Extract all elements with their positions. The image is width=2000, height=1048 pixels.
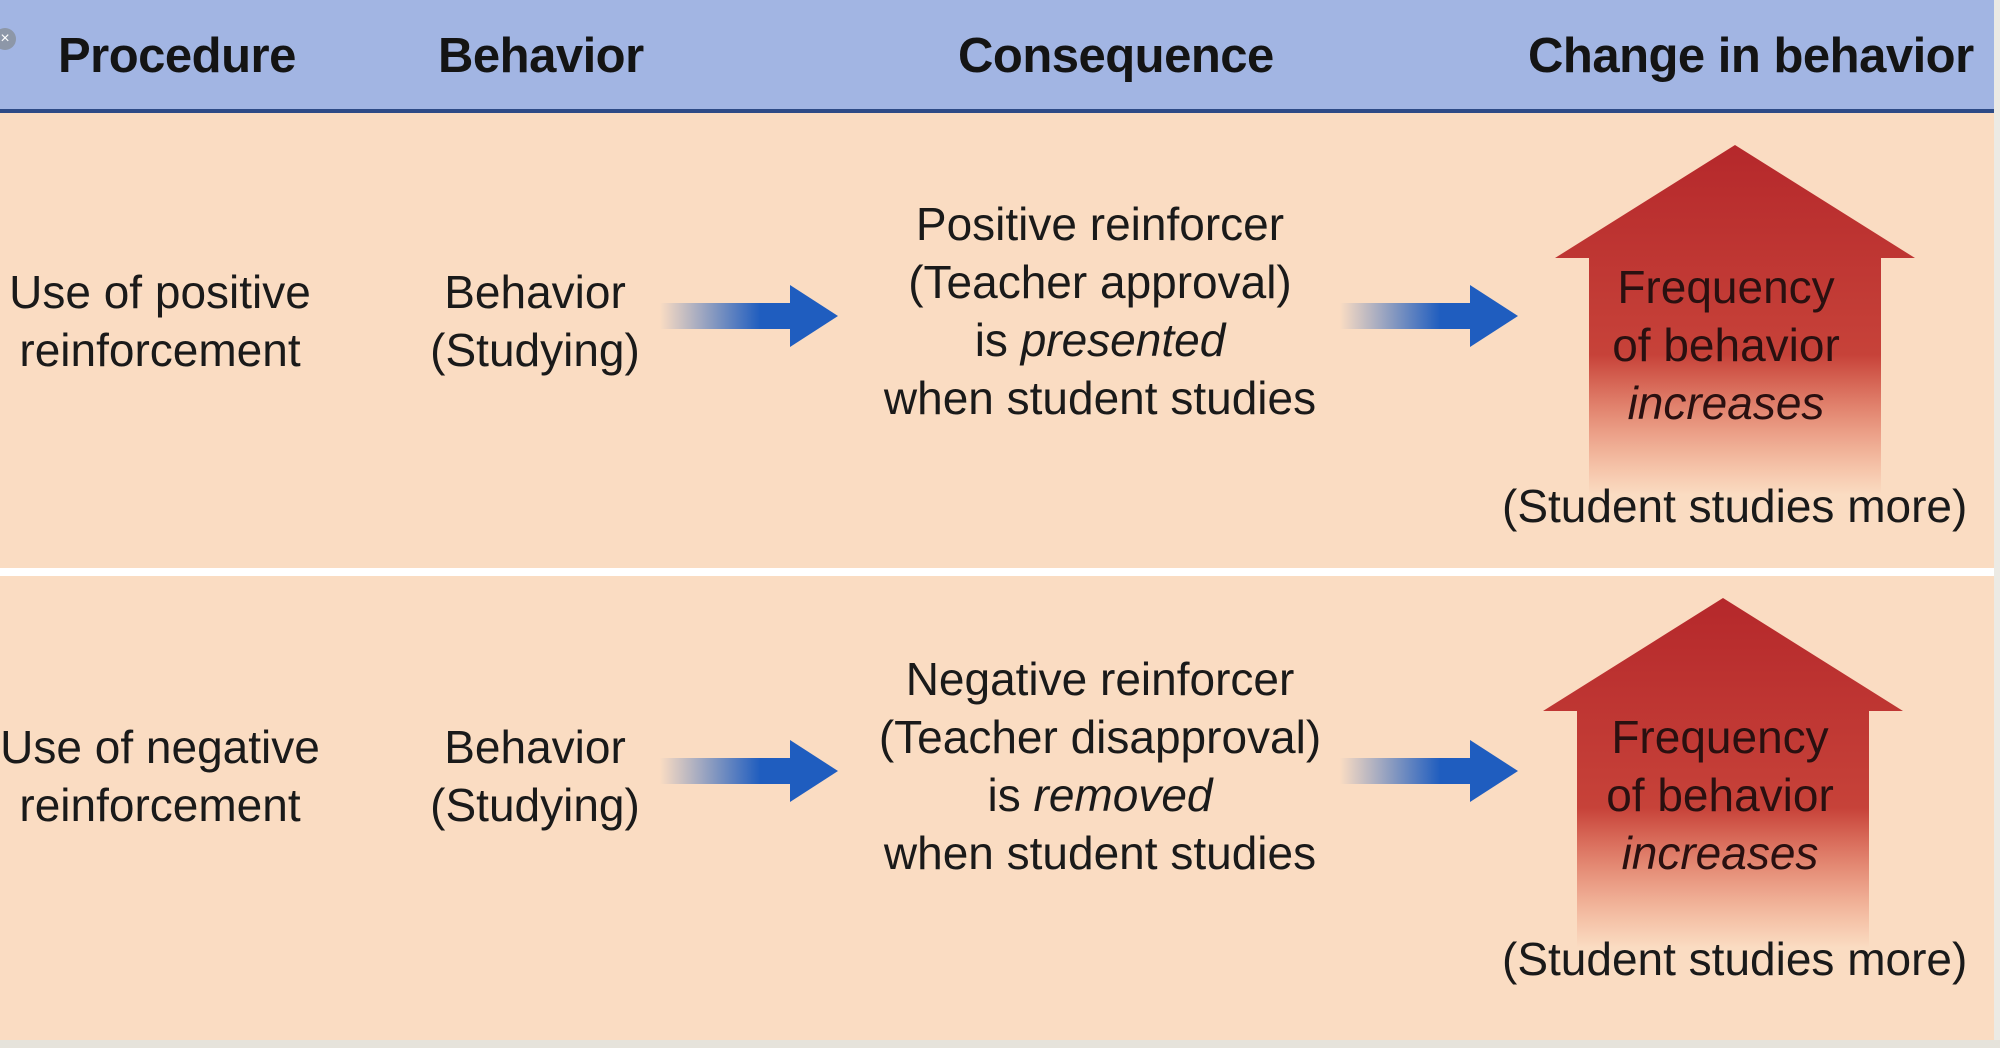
procedure-line: Use of positive (9, 266, 311, 318)
procedure-cell: Use of negative reinforcement (0, 718, 340, 834)
header-procedure: Procedure (58, 29, 296, 83)
frequency-line: of behavior (1612, 319, 1840, 371)
frequency-label: Frequency of behavior increases (1576, 258, 1876, 432)
consequence-cell: Positive reinforcer (Teacher approval) i… (830, 195, 1370, 427)
header-consequence: Consequence (958, 29, 1274, 83)
up-arrow-icon (1543, 598, 1903, 948)
consequence-line: Positive reinforcer (915, 198, 1285, 250)
header-change-in-behavior: Change in behavior (1528, 29, 1974, 83)
frequency-line: increases (1627, 377, 1825, 429)
behavior-line: Behavior (444, 721, 626, 773)
frequency-line: Frequency (1611, 711, 1829, 763)
consequence-cell: Negative reinforcer (Teacher disapproval… (830, 650, 1370, 882)
consequence-line: when student studies (883, 372, 1317, 424)
page-edge (0, 1040, 2000, 1048)
procedure-cell: Use of positive reinforcement (0, 263, 340, 379)
consequence-prefix: is (974, 314, 1021, 366)
row-divider (0, 568, 1994, 576)
row-positive-reinforcement: Use of positive reinforcement Behavior (… (0, 113, 1994, 568)
consequence-line: is removed (830, 766, 1370, 824)
frequency-line: Frequency (1617, 261, 1835, 313)
right-arrow-icon (1340, 740, 1518, 802)
behavior-line: Behavior (444, 266, 626, 318)
behavior-note: (Student studies more) (1502, 480, 1968, 532)
frequency-label: Frequency of behavior increases (1570, 708, 1870, 882)
consequence-line: (Teacher disapproval) (878, 711, 1322, 763)
consequence-line: when student studies (883, 827, 1317, 879)
header-behavior: Behavior (438, 29, 644, 83)
behavior-cell: Behavior (Studying) (405, 718, 665, 834)
frequency-line: of behavior (1606, 769, 1834, 821)
consequence-line: is presented (830, 311, 1370, 369)
consequence-emphasis: removed (1033, 769, 1213, 821)
procedure-line: reinforcement (19, 779, 301, 831)
procedure-line: Use of negative (0, 721, 320, 773)
behavior-line: (Studying) (430, 779, 640, 831)
behavior-line: (Studying) (430, 324, 640, 376)
table-header: × Procedure Behavior Consequence Change … (0, 0, 1994, 113)
right-arrow-icon (660, 740, 838, 802)
right-arrow-icon (1340, 285, 1518, 347)
behavior-note: (Student studies more) (1502, 933, 1968, 985)
frequency-line: increases (1621, 827, 1819, 879)
up-arrow-icon (1555, 145, 1915, 495)
right-arrow-icon (660, 285, 838, 347)
close-icon[interactable]: × (0, 28, 16, 50)
row-negative-reinforcement: Use of negative reinforcement Behavior (… (0, 576, 1994, 1040)
consequence-prefix: is (987, 769, 1034, 821)
consequence-line: Negative reinforcer (905, 653, 1295, 705)
consequence-emphasis: presented (1020, 314, 1226, 366)
consequence-line: (Teacher approval) (908, 256, 1292, 308)
procedure-line: reinforcement (19, 324, 301, 376)
behavior-cell: Behavior (Studying) (405, 263, 665, 379)
